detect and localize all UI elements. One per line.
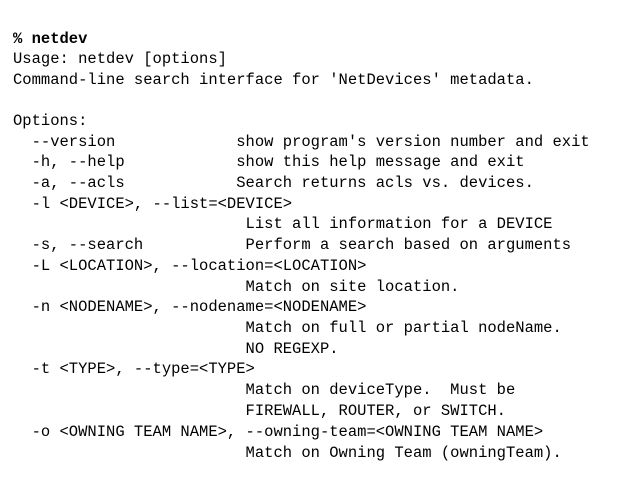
option-line-nodename: -n <NODENAME>, --nodename=<NODENAME> (13, 298, 367, 316)
option-line-list: -l <DEVICE>, --list=<DEVICE> (13, 195, 293, 213)
option-line-nodename-desc: Match on full or partial nodeName. (13, 319, 562, 337)
option-line-owning-team-desc: Match on Owning Team (owningTeam). (13, 444, 562, 462)
option-line-help: -h, --help show this help message and ex… (13, 153, 525, 171)
option-line-list-desc: List all information for a DEVICE (13, 215, 553, 233)
option-line-nodename-note: NO REGEXP. (13, 340, 339, 358)
option-line-acls: -a, --acls Search returns acls vs. devic… (13, 174, 534, 192)
option-line-location: -L <LOCATION>, --location=<LOCATION> (13, 257, 367, 275)
option-line-type-values: FIREWALL, ROUTER, or SWITCH. (13, 402, 506, 420)
option-line-location-desc: Match on site location. (13, 278, 460, 296)
description-line: Command-line search interface for 'NetDe… (13, 71, 534, 89)
option-line-version: --version show program's version number … (13, 133, 590, 151)
options-header: Options: (13, 112, 88, 130)
option-line-type-desc: Match on deviceType. Must be (13, 381, 516, 399)
option-line-search: -s, --search Perform a search based on a… (13, 236, 572, 254)
usage-line: Usage: netdev [options] (13, 50, 227, 68)
option-line-owning-team: -o <OWNING TEAM NAME>, --owning-team=<OW… (13, 423, 544, 441)
option-line-type: -t <TYPE>, --type=<TYPE> (13, 360, 255, 378)
prompt-command-line: % netdev (13, 30, 88, 48)
